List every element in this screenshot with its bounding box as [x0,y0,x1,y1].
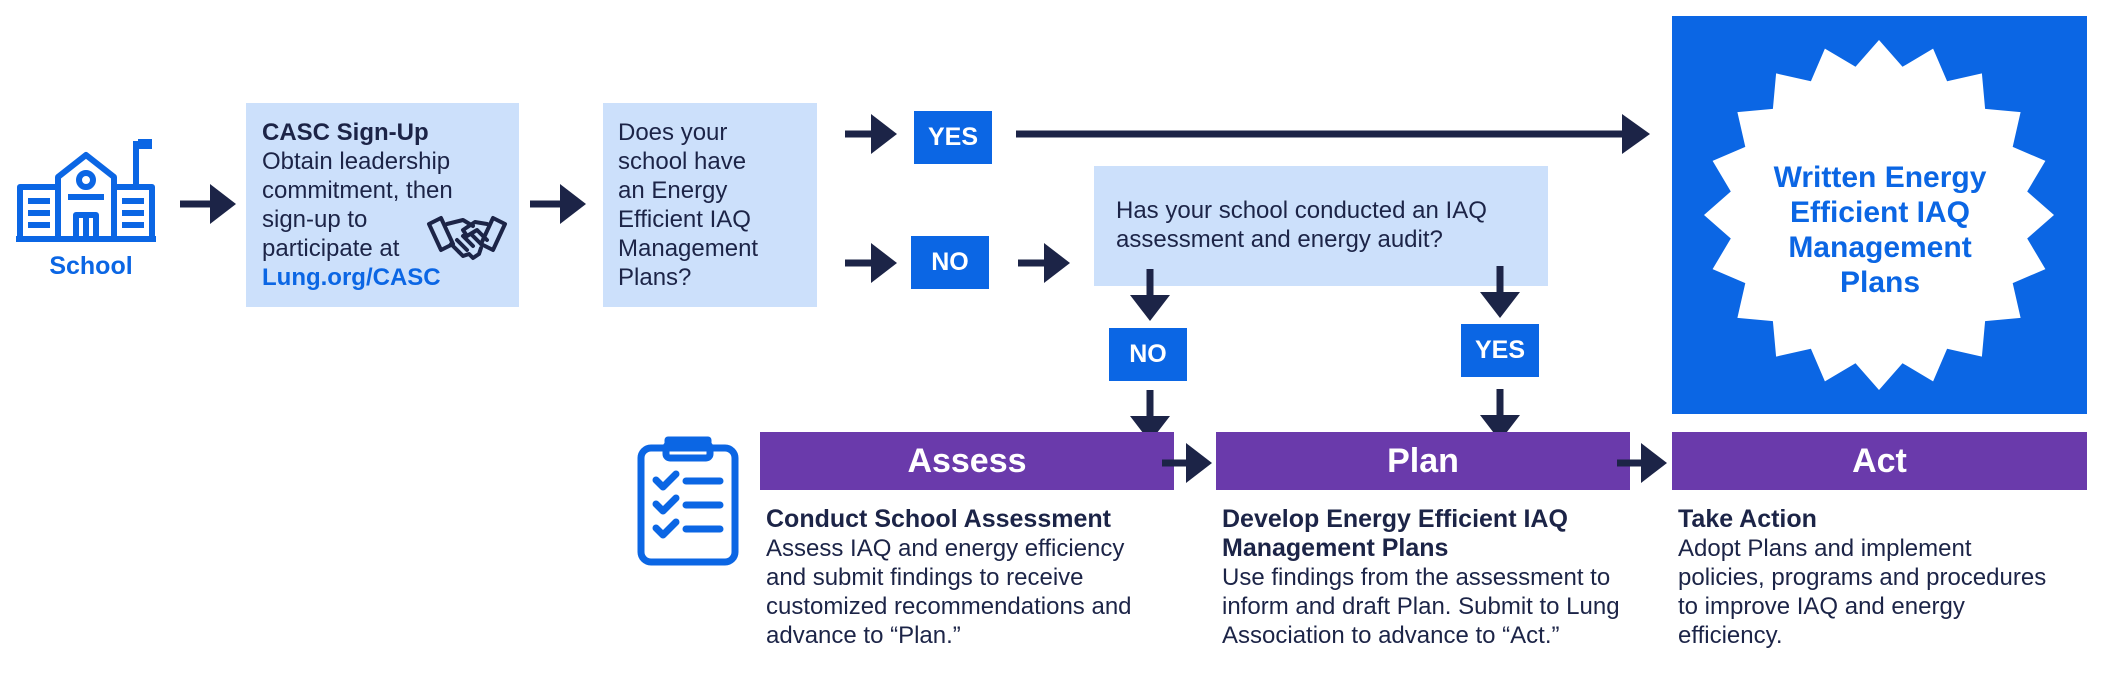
arrow-right-icon [1018,243,1070,283]
stage-act: Act [1672,432,2087,490]
arrow-right-icon [530,184,586,224]
act-body-line: policies, programs and procedures [1678,564,2047,591]
school-building-icon [16,139,156,242]
assess-description: Conduct School Assessment Assess IAQ and… [766,505,1186,650]
plan-title: Management Plans [1222,534,1449,562]
question-audit-box [1094,166,1548,286]
question-plans-box [603,103,817,307]
plan-body-line: Use findings from the assessment to [1222,564,1611,591]
arrow-down-icon [1130,390,1170,442]
act-title: Take Action [1678,505,1817,533]
arrow-down-icon [1130,269,1170,321]
question-line: Management [618,235,759,262]
arrow-right-icon [845,243,897,283]
outcome-line: Efficient IAQ [1789,196,1970,229]
no-badge: NO [911,236,989,289]
signup-box [246,103,519,307]
arrow-down-icon [1480,389,1520,441]
signup-line: participate at [262,235,400,262]
plan-title: Develop Energy Efficient IAQ [1222,505,1568,533]
question-line: Efficient IAQ [618,206,751,233]
no-badge: NO [1109,328,1187,381]
arrow-right-icon [1617,443,1667,483]
yes-badge: YES [1461,324,1539,377]
assess-body-line: Assess IAQ and energy efficiency [766,535,1125,562]
assess-body-line: advance to “Plan.” [766,622,961,649]
question-line: school have [618,148,747,175]
starburst-seal-icon [1704,40,2054,390]
plan-description: Develop Energy Efficient IAQ Management … [1222,505,1652,650]
clipboard-checklist-icon [637,436,739,566]
stage-assess: Assess [760,432,1174,490]
signup-text: CASC Sign-Up Obtain leadership commitmen… [262,118,512,292]
question-line: Does your [618,119,728,146]
question-audit-text: Has your school conducted an IAQ assessm… [1116,196,1546,254]
act-body-line: to improve IAQ and energy [1678,593,1965,620]
assess-title: Conduct School Assessment [766,505,1111,533]
outcome-line: Written Energy [1773,161,1987,194]
act-body-line: efficiency. [1678,622,1783,649]
act-body-line: Adopt Plans and implement [1678,535,1972,562]
arrow-right-icon [1016,114,1650,154]
arrow-right-icon [845,114,897,154]
question-line: an Energy [618,177,728,204]
assess-body-line: and submit findings to receive [766,564,1084,591]
signup-line: commitment, then [262,177,453,204]
handshake-icon [427,216,507,260]
arrow-down-icon [1480,266,1520,318]
signup-line: sign-up to [262,206,368,233]
signup-line: Obtain leadership [262,148,451,175]
plan-body-line: Association to advance to “Act.” [1222,622,1560,649]
question-line: Has your school conducted an IAQ [1116,197,1487,224]
stage-plan: Plan [1216,432,1630,490]
plan-body-line: inform and draft Plan. Submit to Lung [1222,593,1620,620]
outcome-text: Written Energy Efficient IAQ Management … [1730,160,2030,300]
arrow-right-icon [1162,443,1212,483]
question-plans-text: Does your school have an Energy Efficien… [618,118,813,292]
arrow-right-icon [180,184,236,224]
outcome-line: Plans [1839,266,1921,299]
question-line: Plans? [618,264,692,291]
assess-body-line: customized recommendations and [766,593,1132,620]
school-label: School [49,252,133,280]
outcome-line: Management [1788,231,1972,264]
yes-badge: YES [914,111,992,164]
signup-link[interactable]: Lung.org/CASC [262,264,441,291]
question-line: assessment and energy audit? [1116,226,1443,253]
signup-title: CASC Sign-Up [262,119,429,146]
act-description: Take Action Adopt Plans and implement po… [1678,505,2093,650]
